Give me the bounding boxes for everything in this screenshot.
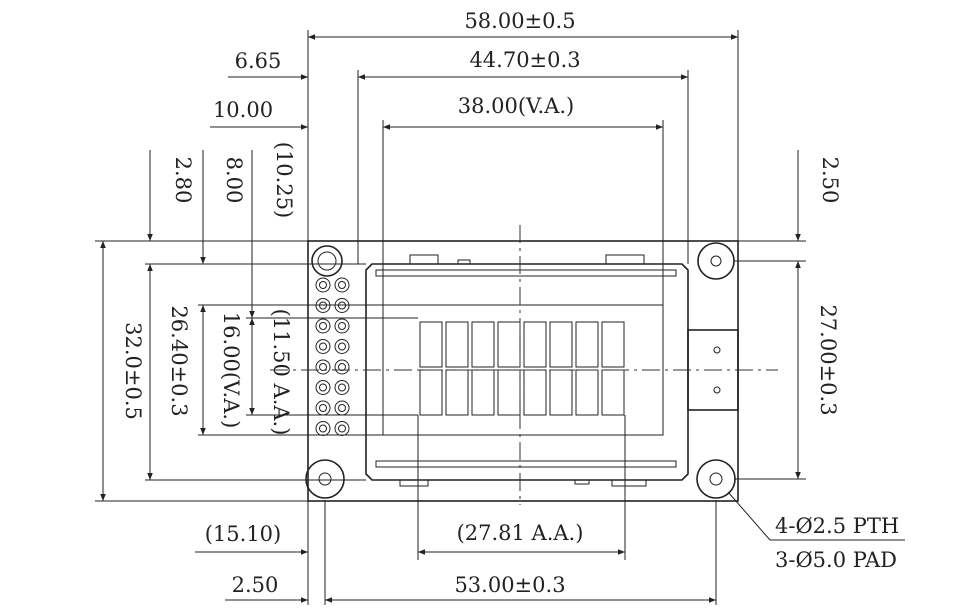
pin-pad [315,318,331,334]
character-cell [419,369,443,416]
character-cell [601,369,625,416]
character-cell [497,321,521,368]
pin-hole [319,424,327,433]
character-cell [549,369,573,416]
pin-pad [334,339,350,354]
dim-10-00: 10.00 [213,98,273,122]
character-cell [497,369,521,416]
pin-hole [319,342,327,351]
pin-pad [315,400,331,416]
pin-header [315,277,350,436]
dim-aa-width: (27.81 A.A.) [457,521,584,545]
pin-pad [334,318,350,334]
dim-va-width: 38.00(V.A.) [458,94,575,118]
pin-pad [315,277,331,293]
bottom-dimensions: (15.10) (27.81 A.A.) 2.50 53.00±0.3 [195,415,717,605]
pin-pad [315,339,331,354]
bottom-seal-strip [375,460,677,468]
pin-hole [319,383,327,392]
pin-hole [338,342,346,351]
dim-hole-pitch-h: 53.00±0.3 [454,573,565,597]
pin-hole [319,281,327,289]
dim-15-10: (15.10) [205,522,282,546]
character-cell [445,369,469,416]
pin-hole [319,404,327,412]
dim-glass-height: 26.40±0.3 [167,305,191,416]
mounting-hole-bottom-right [696,459,736,499]
pin-pad [334,400,350,416]
top-dimensions: 58.00±0.5 44.70±0.3 38.00(V.A.) 6.65 10.… [210,9,739,305]
pin-pad [334,277,350,293]
left-top-dimensions: 2.80 8.00 (10.25) [147,142,296,480]
pin-hole [319,363,327,371]
dim-hole-pitch-v: 27.00±0.3 [816,304,840,415]
mounting-hole-top-left [311,245,343,277]
left-extension-lines [95,240,418,502]
dim-8-00: 8.00 [222,157,246,204]
character-cell [523,369,547,416]
pin-hole [319,322,327,330]
character-cell [523,321,547,368]
character-cells [419,321,625,416]
top-seal-strip [375,269,677,277]
pin-pad [334,380,350,395]
dim-overall-height: 32.0±0.5 [121,322,145,420]
viewing-area [382,304,664,436]
character-cell [601,321,625,368]
center-lines [270,225,778,505]
character-cell [575,321,599,368]
dim-right-2-50: 2.50 [818,157,842,204]
dim-bottom-2-50: 2.50 [232,573,279,597]
hole-note: 4-Ø2.5 PTH 3-Ø5.0 PAD [727,491,905,572]
pin-pad [334,359,350,375]
pin-hole [338,383,346,392]
dim-2-80: 2.80 [171,157,195,204]
hole-note-pad: 3-Ø5.0 PAD [775,548,897,572]
dim-6-65: 6.65 [235,49,282,73]
mounting-hole-bottom-left [305,459,345,499]
character-cell [445,321,469,368]
dim-overall-width: 58.00±0.5 [464,9,575,33]
character-cell [471,369,495,416]
pin-pad [334,421,350,436]
lcd-glass [365,254,689,487]
character-cell [471,321,495,368]
dim-glass-width: 44.70±0.3 [469,48,580,72]
pin-hole [338,404,346,412]
pin-hole [338,322,346,330]
pin-pad [315,380,331,395]
hole-note-pth: 4-Ø2.5 PTH [775,514,899,538]
glass-outline [365,263,689,481]
mounting-hole-top-right [697,242,735,280]
character-cell [419,321,443,368]
dim-aa-height: (11.50 A.A.) [269,309,293,436]
pin-hole [338,281,346,289]
left-dimensions: 32.0±0.5 26.40±0.3 16.00(V.A.) (11.50 A.… [100,241,293,501]
pcb-board [307,240,739,502]
pin-pad [315,359,331,375]
dim-va-height: 16.00(V.A.) [219,312,243,429]
dim-10-25: (10.25) [272,142,296,219]
pin-hole [338,363,346,371]
right-dimensions: 2.50 27.00±0.3 [716,150,842,480]
character-cell [549,321,573,368]
pin-pad [315,421,331,436]
character-cell [575,369,599,416]
pcb-outline [307,240,739,502]
pin-hole [338,424,346,433]
